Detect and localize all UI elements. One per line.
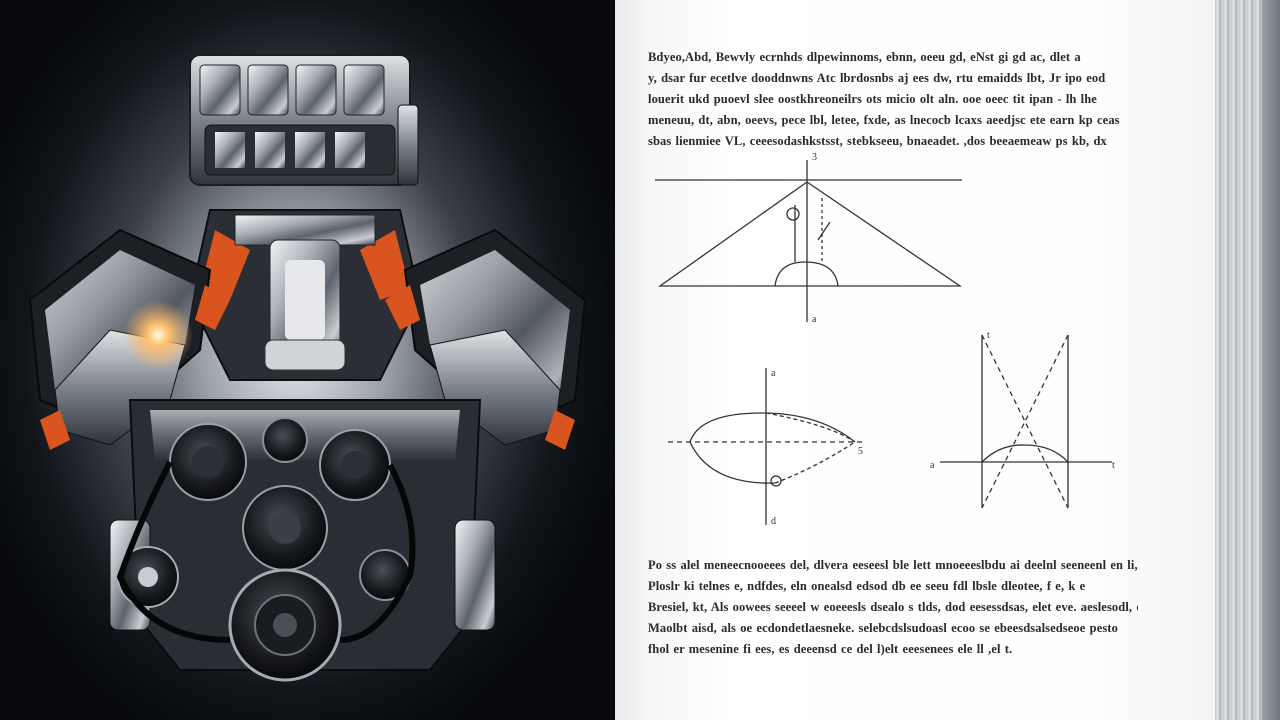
engine-core	[188, 209, 422, 381]
triangle-diagram: 3 a	[655, 152, 963, 325]
text-line: louerit ukd puoevl slee oostkhreoneilrs …	[648, 92, 1097, 106]
label-triangle-bottom: a	[812, 314, 817, 325]
label-ellipse-top: a	[771, 368, 776, 379]
text-line: Bdyeo,Abd, Bewvly ecrnhds dlpewinnoms, e…	[648, 50, 1081, 64]
text-line: Ploslr ki telnes e, ndfdes, eln onealsd …	[648, 579, 1086, 593]
text-line: sbas lienmiee VL, ceeesodashkstsst, steb…	[648, 134, 1107, 148]
engine-photo	[0, 0, 615, 720]
page-bottom-paragraph: Po ss alel meneecnooeees del, dlvera ees…	[648, 555, 1138, 660]
light-flare	[123, 300, 193, 370]
page-top-paragraph: Bdyeo,Abd, Bewvly ecrnhds dlpewinnoms, e…	[648, 47, 1138, 152]
label-triangle-top: 3	[812, 152, 817, 163]
text-line: fhol er mesenine fi ees, es deeensd ce d…	[648, 642, 1013, 656]
right-cylinder-bank	[385, 228, 587, 450]
pulley-center-upper	[262, 417, 308, 463]
book-page	[615, 0, 1215, 720]
label-cross-left: a	[930, 460, 935, 471]
geometry-diagrams: 3 a a 5 d t a t	[655, 152, 1115, 527]
engine-illustration	[28, 54, 587, 682]
text-line: Maolbt aisd, als oe ecdondetlaesneke. se…	[648, 621, 1118, 635]
text-line: y, dsar fur ecetlve dooddnwns Atc lbrdos…	[648, 71, 1106, 85]
label-ellipse-bottom: d	[771, 516, 776, 527]
pulleys	[116, 417, 416, 682]
book-page-edges	[1215, 0, 1280, 720]
intake-manifold	[189, 54, 419, 186]
label-cross-right: t	[1112, 460, 1115, 471]
text-line: meneuu, dt, abn, oeevs, pece lbl, letee,…	[648, 113, 1120, 127]
text-line: Po ss alel meneecnooeees del, dlvera ees…	[648, 558, 1138, 572]
ellipse-diagram: a 5 d	[668, 368, 865, 527]
text-line: Bresiel, kt, Als oowees seeeel w eoeeesl…	[648, 600, 1138, 614]
label-ellipse-right: 5	[858, 446, 863, 457]
cross-diagram: t a t	[930, 330, 1115, 509]
label-cross-top: t	[987, 330, 990, 341]
